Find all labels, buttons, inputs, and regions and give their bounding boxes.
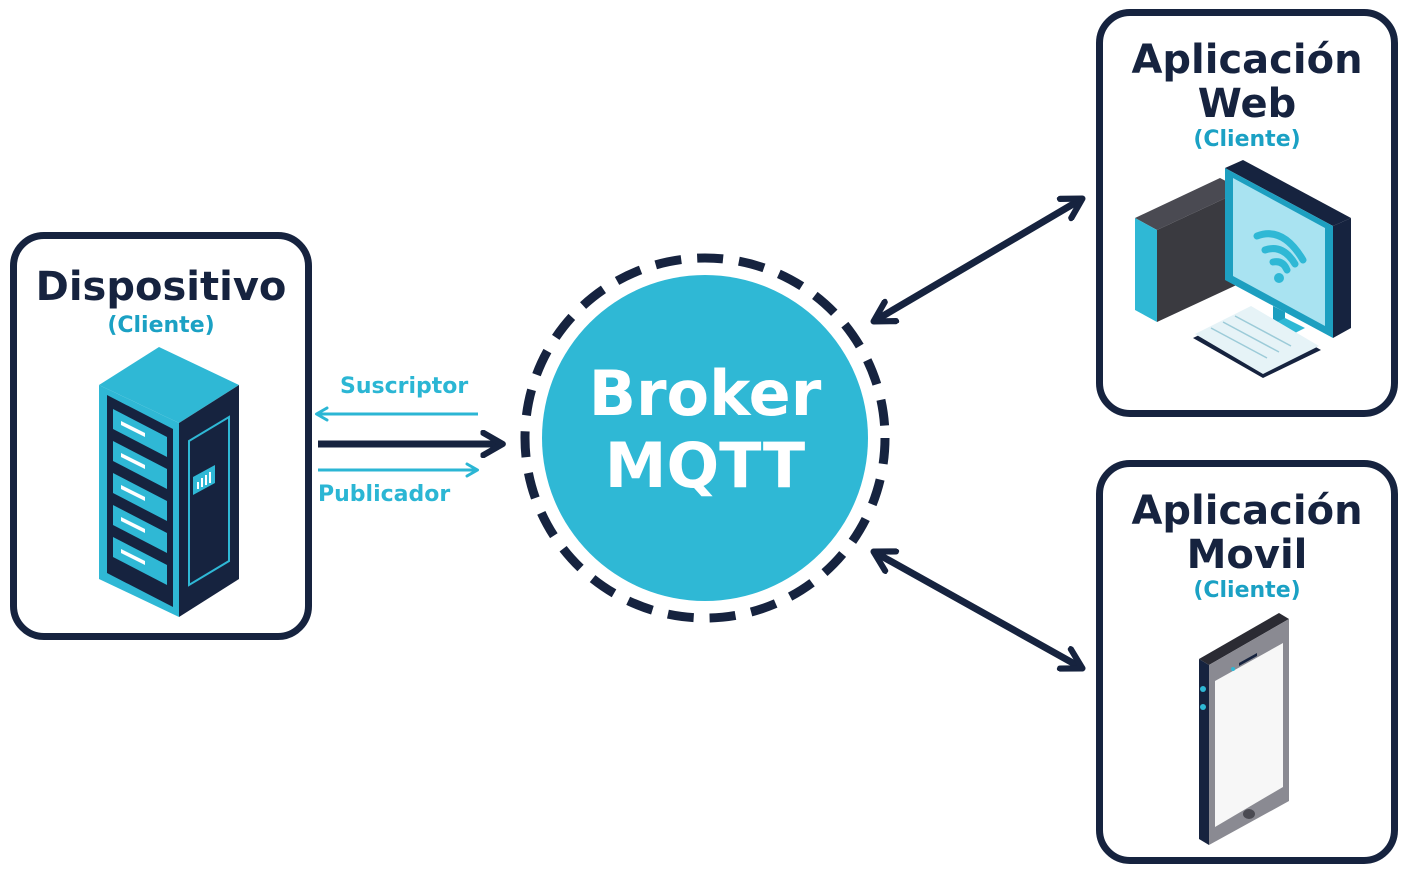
mobile-app-title-line-1: Aplicación — [1131, 488, 1363, 534]
device-card: Dispositivo (Cliente) — [10, 232, 312, 640]
web-app-role: (Cliente) — [1193, 127, 1301, 152]
desktop-computer-icon — [1135, 160, 1351, 378]
broker-label: Broker MQTT — [545, 358, 865, 502]
web-app-title: Aplicación Web — [1103, 38, 1391, 126]
subscriber-label: Suscriptor — [340, 374, 469, 399]
web-app-title-line-2: Web — [1197, 81, 1297, 127]
mobile-app-card: Aplicación Movil (Cliente) — [1096, 460, 1398, 864]
broker-dashed-ring — [520, 253, 890, 623]
web-link-arrow — [876, 200, 1080, 320]
broker-line-2: MQTT — [604, 429, 806, 502]
mobile-link-arrow — [876, 553, 1080, 667]
device-role: (Cliente) — [107, 313, 215, 338]
web-app-card: Aplicación Web (Cliente) — [1096, 9, 1398, 417]
broker-line-1: Broker — [588, 357, 822, 430]
web-app-title-line-1: Aplicación — [1131, 37, 1363, 83]
device-title: Dispositivo — [35, 264, 287, 310]
mobile-app-role: (Cliente) — [1193, 578, 1301, 603]
publisher-label: Publicador — [318, 482, 451, 507]
server-rack-icon — [99, 347, 239, 617]
mobile-app-title: Aplicación Movil — [1103, 489, 1391, 577]
tablet-icon — [1199, 613, 1289, 845]
mobile-app-title-line-2: Movil — [1186, 532, 1308, 578]
broker-circle — [542, 275, 868, 601]
